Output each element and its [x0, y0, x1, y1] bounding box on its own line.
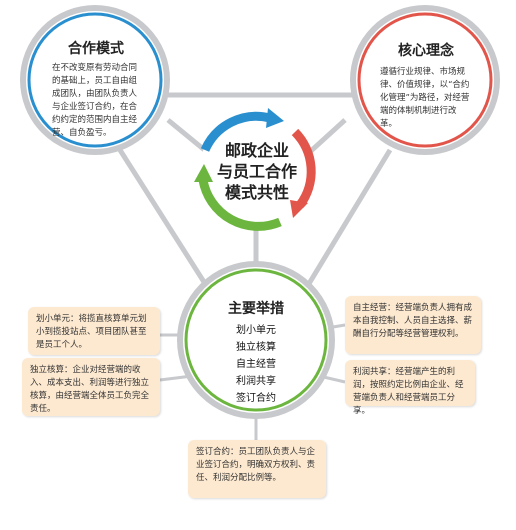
measure-item-profit: 利润共享	[236, 376, 276, 387]
cycle-arrowhead-blue	[266, 108, 284, 128]
cooperation-circle	[20, 5, 170, 155]
callout-unit: 划小单元：将揽直核算单元划小到揽投站点、项目团队甚至是员工个人。	[28, 307, 160, 355]
core-title: 核心理念	[398, 43, 454, 59]
measure-item-contract: 签订合约	[236, 393, 276, 404]
measure-item-autonomy: 自主经营	[236, 359, 276, 370]
measures-circle	[177, 261, 335, 419]
core-content: 核心理念 遵循行业规律、市场规律、价值规律，以“合约化管理”为路径，对经营端的体…	[380, 40, 472, 131]
cooperation-content: 合作模式 在不改变原有劳动合同的基础上，员工自由组成团队，由团队负责人与企业签订…	[52, 38, 140, 140]
cycle-arrow-blue	[200, 111, 272, 152]
center-line-3: 模式共性	[224, 183, 289, 202]
cycle-arrow-green	[198, 179, 282, 231]
measures-title: 主要举措	[228, 301, 284, 317]
center-cycle	[194, 108, 316, 231]
cycle-arrow-red	[291, 128, 316, 208]
center-line-2: 与员工合作	[216, 162, 297, 181]
center-line-1: 邮政企业	[224, 141, 289, 160]
core-text: 遵循行业规律、市场规律、价值规律，以“合约化管理”为路径，对经营端的体制机制进行…	[380, 67, 470, 129]
core-circle	[350, 5, 500, 155]
measures-content: 主要举措 划小单元 独立核算 自主经营 利润共享 签订合约	[206, 298, 306, 407]
callout-contract: 签订合约：员工团队负责人与企业签订合约，明确双方权利、责任、利润分配比例等。	[188, 440, 326, 498]
cooperation-title: 合作模式	[68, 41, 124, 57]
center-title: 邮政企业 与员工合作 模式共性	[207, 140, 307, 203]
measure-item-unit: 划小单元	[236, 325, 276, 336]
callout-profit: 利润共享：经营端产生的利润，按照约定比例由企业、经营端负责人和经营端员工分享。	[345, 360, 475, 416]
callout-autonomy: 自主经营：经营端负责人拥有成本自我控制、人员自主选择、薪酬自行分配等经营管理权利…	[345, 296, 481, 354]
callout-accounting: 独立核算：企业对经营端的收入、成本支出、利润等进行独立核算，由经营端全体员工负完…	[22, 358, 160, 416]
measure-item-accounting: 独立核算	[236, 342, 276, 353]
cycle-arrowhead-green	[194, 164, 213, 182]
cycle-arrowhead-red	[290, 200, 308, 218]
cooperation-text: 在不改变原有劳动合同的基础上，员工自由组成团队，由团队负责人与企业签订合约，在合…	[52, 63, 138, 138]
